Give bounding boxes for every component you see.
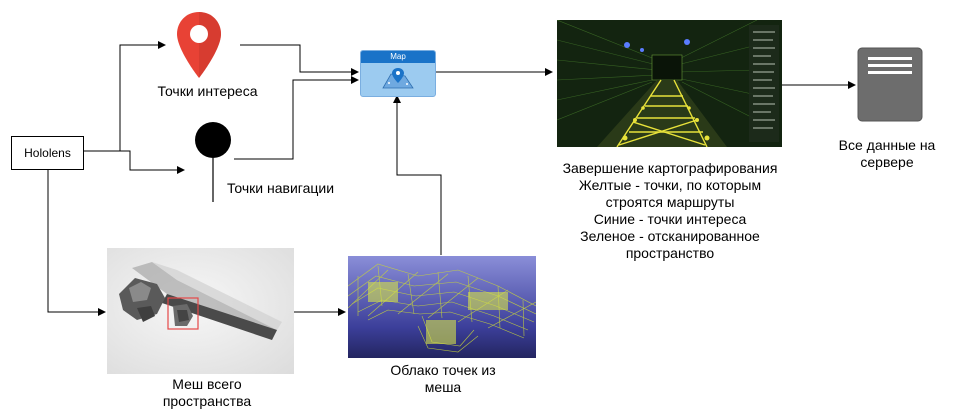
mapping-complete-label: Завершение картографирования Желтые - то…	[562, 160, 778, 261]
poi-label: Точки интереса	[157, 83, 258, 99]
map-app-icon: Map	[360, 50, 436, 97]
arrow-hololens-to-mesh	[47, 170, 106, 316]
arrow-poi-to-map	[240, 44, 359, 76]
mapping-complete-image	[557, 20, 782, 147]
server-label: Все данные на сервере	[838, 137, 936, 170]
navigation-point-icon	[195, 122, 231, 202]
mesh-label: Меш всего пространства	[162, 376, 252, 409]
server-icon	[857, 47, 923, 122]
arrow-nav-to-map	[234, 76, 359, 160]
mesh-image	[107, 248, 294, 374]
nav-points-label: Точки навигации	[226, 180, 335, 196]
map-icon-title: Map	[361, 51, 435, 63]
map-fold-graphic	[382, 68, 414, 89]
arrow-hololens-to-nav	[84, 150, 185, 174]
arrow-cloud-to-map	[393, 95, 442, 255]
map-pin-icon	[177, 12, 221, 78]
hololens-label: Hololens	[24, 146, 71, 160]
hololens-node: Hololens	[11, 136, 84, 170]
point-cloud-image	[348, 256, 536, 358]
point-cloud-label: Облако точек из меша	[390, 362, 496, 395]
